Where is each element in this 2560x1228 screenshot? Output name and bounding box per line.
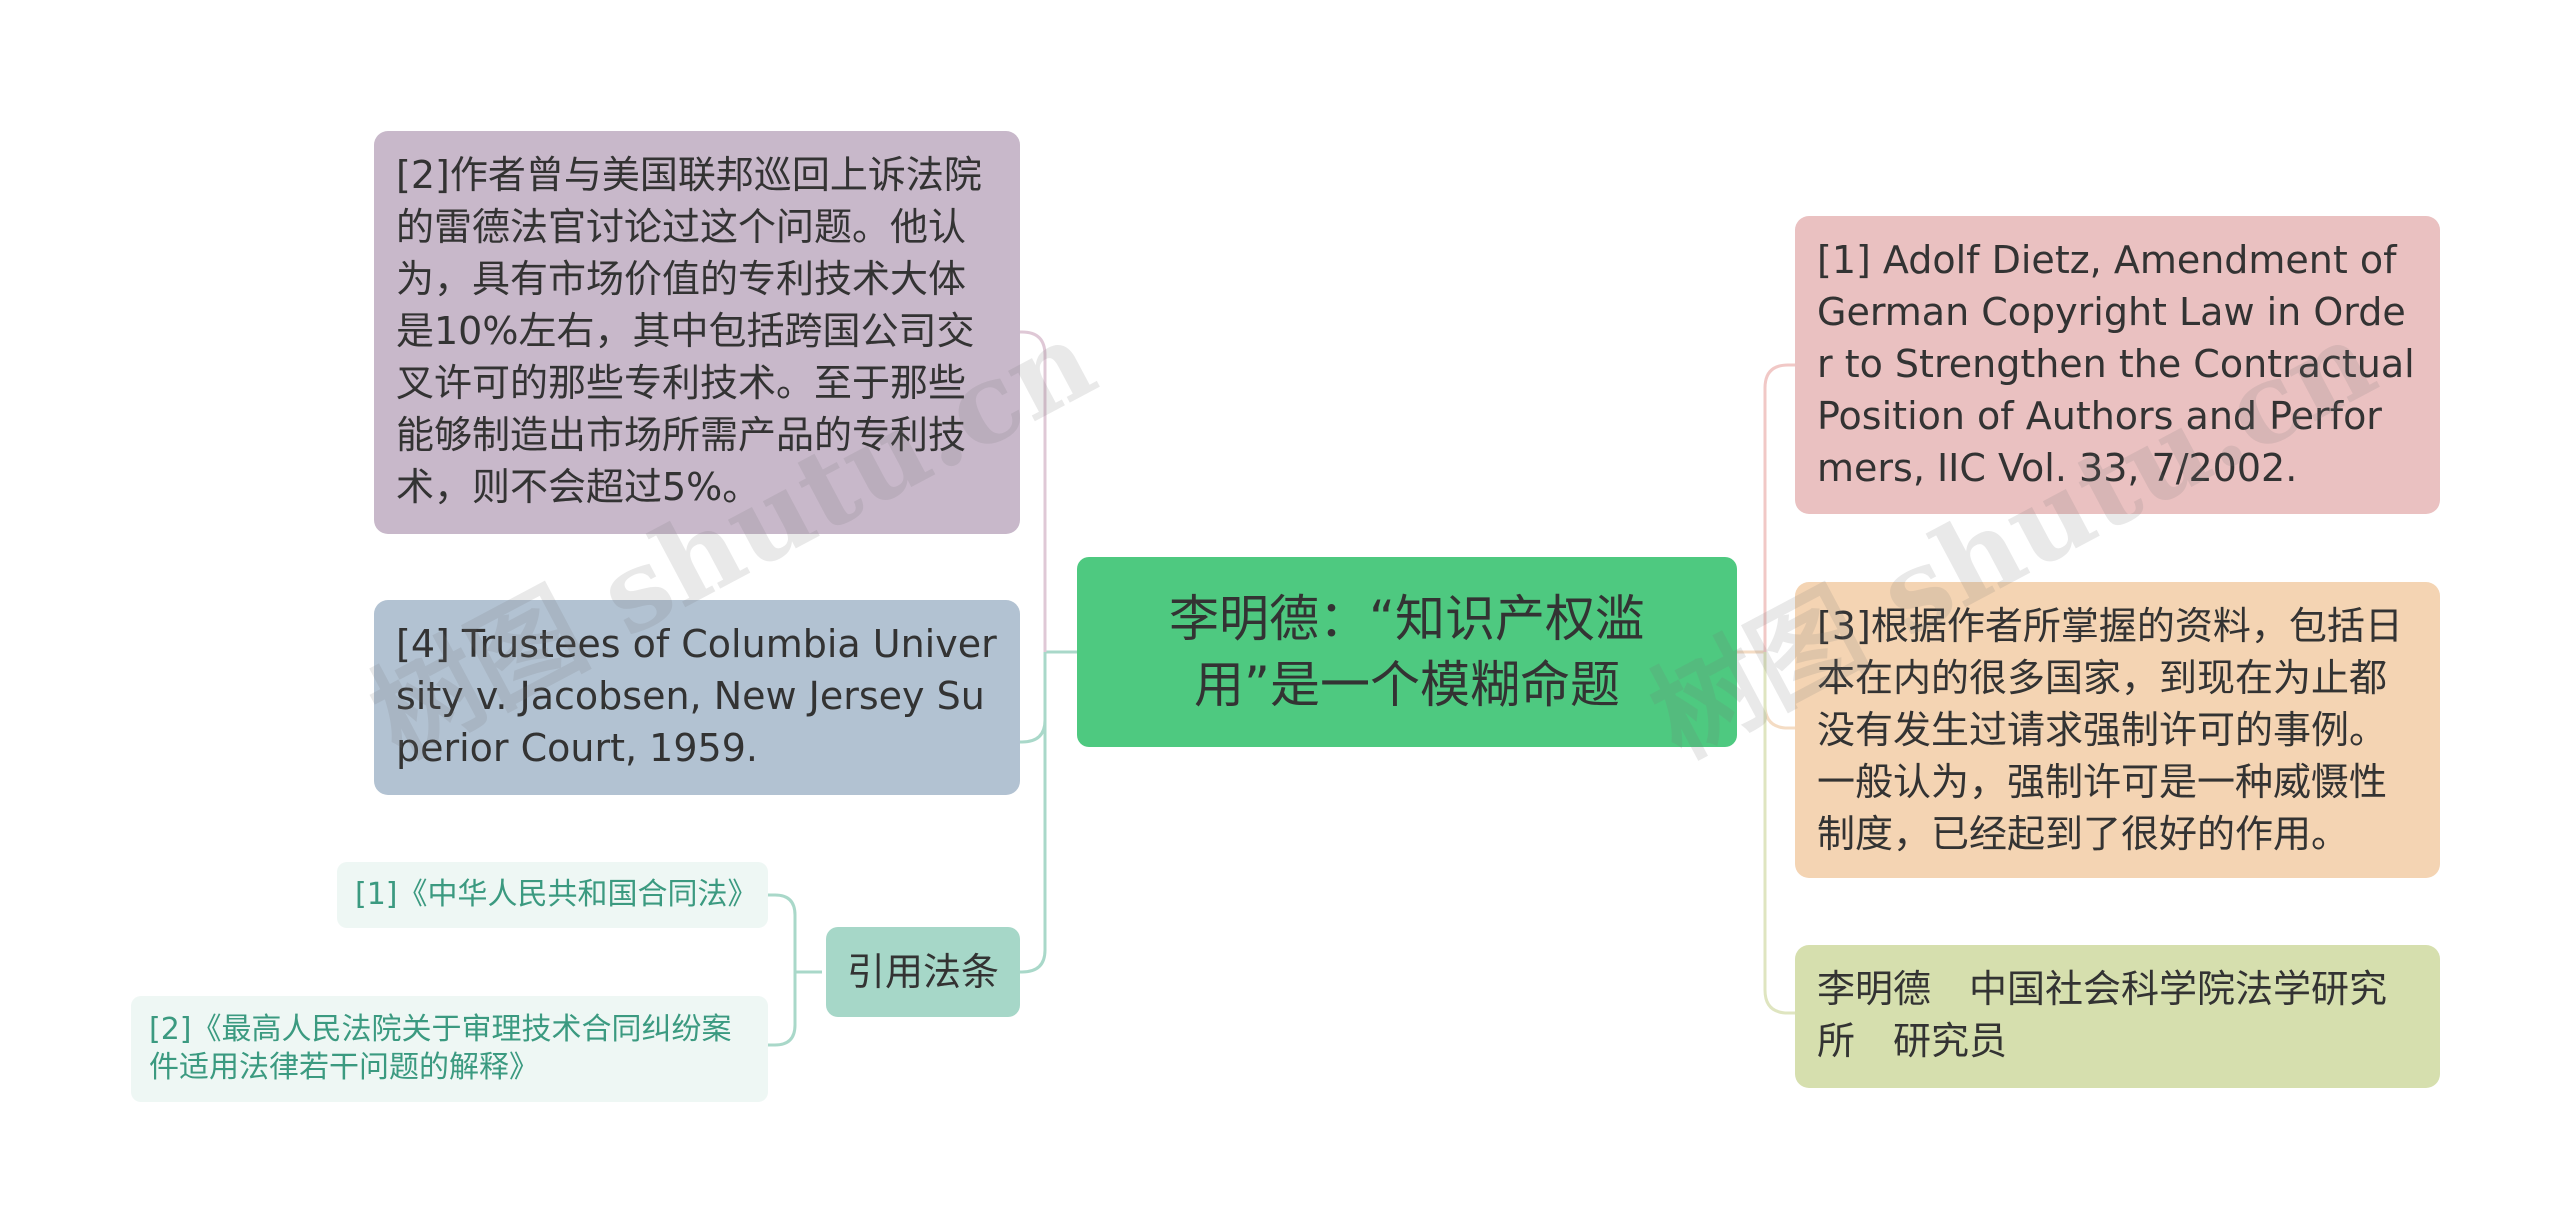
connector-left-node-2: [1020, 652, 1047, 744]
center-node-title[interactable]: 李明德：“知识产权滥用”是一个模糊命题: [1077, 557, 1737, 747]
leaf-node-contract-law[interactable]: [1]《中华人民共和国合同法》: [337, 862, 768, 928]
right-node-author[interactable]: 李明德 中国社会科学院法学研究所 研究员: [1795, 945, 2440, 1088]
connector-right-1: [1763, 363, 1795, 652]
hub-node-cited-laws[interactable]: 引用法条: [826, 927, 1020, 1017]
connector-left-trunk: [1020, 330, 1047, 652]
left-node-note-2[interactable]: [2]作者曾与美国联邦巡回上诉法院的雷德法官讨论过这个问题。他认为，具有市场价值…: [374, 131, 1020, 534]
left-node-note-2-text: [2]作者曾与美国联邦巡回上诉法院的雷德法官讨论过这个问题。他认为，具有市场价值…: [396, 153, 982, 509]
hub-node-cited-laws-text: 引用法条: [846, 950, 999, 994]
connector-right-3: [1763, 652, 1795, 1015]
leaf-node-judicial-interpretation[interactable]: [2]《最高人民法院关于审理技术合同纠纷案件适用法律若干问题的解释》: [131, 996, 768, 1102]
connector-hub: [1020, 720, 1047, 974]
right-node-note-1-text: [1] Adolf Dietz, Amendment of German Cop…: [1817, 238, 2415, 490]
right-node-note-1[interactable]: [1] Adolf Dietz, Amendment of German Cop…: [1795, 216, 2440, 514]
right-node-author-text: 李明德 中国社会科学院法学研究所 研究员: [1817, 967, 2388, 1063]
leaf-node-contract-law-text: [1]《中华人民共和国合同法》: [355, 877, 758, 912]
left-node-note-4-text: [4] Trustees of Columbia University v. J…: [396, 622, 997, 770]
left-node-note-4[interactable]: [4] Trustees of Columbia University v. J…: [374, 600, 1020, 795]
center-node-title-text: 李明德：“知识产权滥用”是一个模糊命题: [1169, 590, 1645, 714]
leaf-node-judicial-interpretation-text: [2]《最高人民法院关于审理技术合同纠纷案件适用法律若干问题的解释》: [149, 1012, 732, 1085]
connector-right-2: [1763, 652, 1795, 730]
connector-leaf-2: [768, 972, 797, 1047]
connector-leaf-1: [768, 893, 797, 972]
right-node-note-3[interactable]: [3]根据作者所掌握的资料，包括日本在内的很多国家，到现在为止都没有发生过请求强…: [1795, 582, 2440, 878]
right-node-note-3-text: [3]根据作者所掌握的资料，包括日本在内的很多国家，到现在为止都没有发生过请求强…: [1817, 604, 2403, 856]
